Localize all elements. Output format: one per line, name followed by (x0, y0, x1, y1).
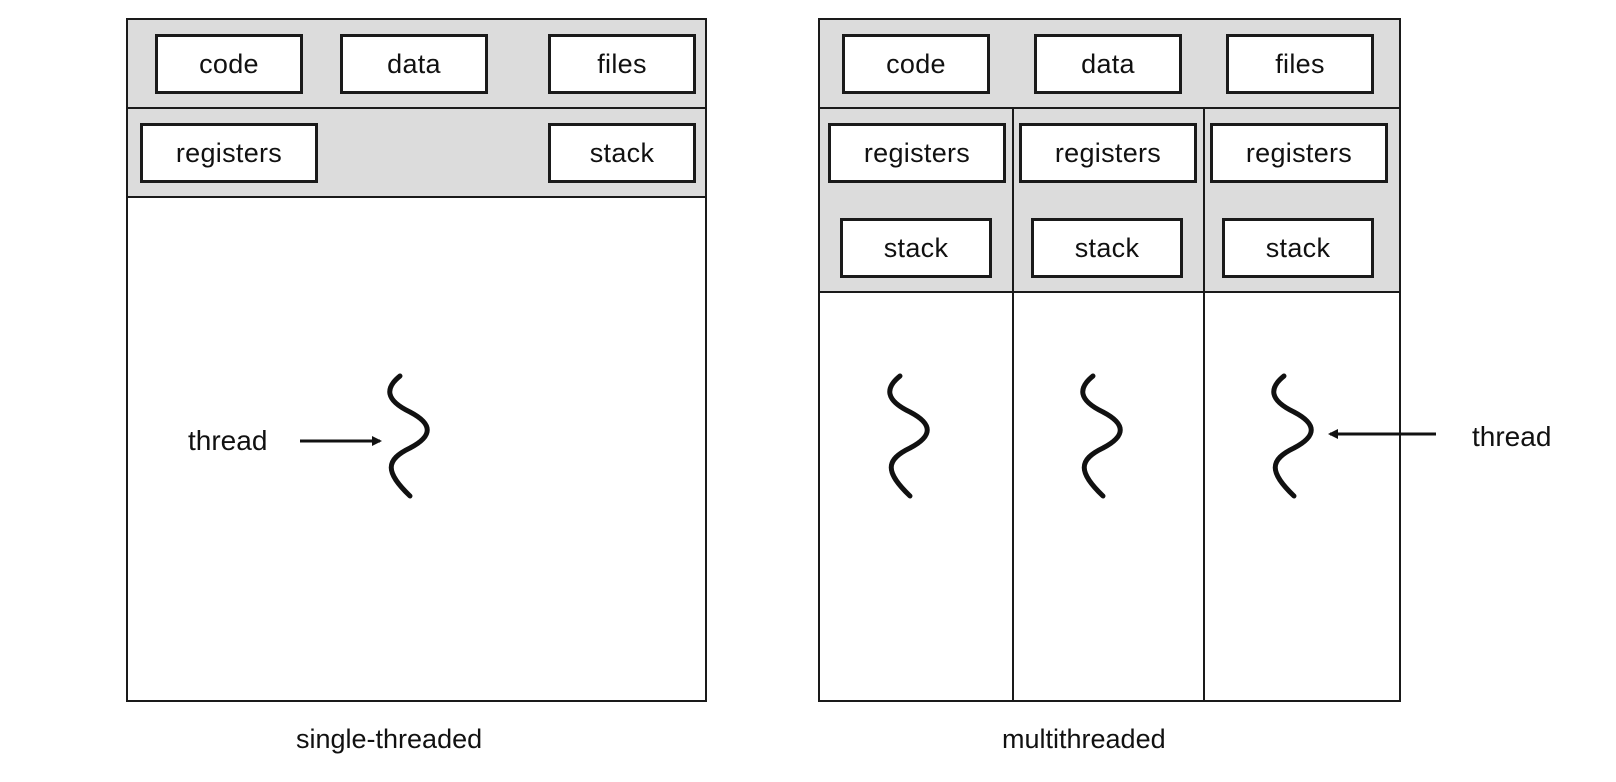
multi-stack-box-2: stack (1031, 218, 1183, 278)
single-thread-label: thread (188, 425, 268, 456)
multi-thread-label: thread (1472, 421, 1552, 452)
multi-divider-1 (818, 107, 1401, 109)
multi-thread-squiggle-icon-1 (887, 373, 930, 499)
single-registers-box: registers (140, 123, 318, 183)
multi-column-divider-2 (1203, 107, 1205, 702)
single-divider-2 (126, 196, 707, 198)
multi-files-box: files (1226, 34, 1374, 94)
multi-thread-squiggle-icon-3 (1271, 373, 1314, 499)
single-code-box: code (155, 34, 303, 94)
multi-column-divider-1 (1012, 107, 1014, 702)
multi-stack-box-1: stack (840, 218, 992, 278)
multi-registers-box-2: registers (1019, 123, 1197, 183)
multi-registers-box-3: registers (1210, 123, 1388, 183)
single-divider-1 (126, 107, 707, 109)
single-data-box: data (340, 34, 488, 94)
single-threaded-caption: single-threaded (296, 724, 483, 754)
single-files-box: files (548, 34, 696, 94)
multi-divider-2 (818, 291, 1401, 293)
single-thread-squiggle-icon (387, 373, 430, 499)
multi-data-box: data (1034, 34, 1182, 94)
multi-stack-box-3: stack (1222, 218, 1374, 278)
multi-code-box: code (842, 34, 990, 94)
single-stack-box: stack (548, 123, 696, 183)
multi-thread-squiggle-icon-2 (1080, 373, 1123, 499)
multi-registers-box-1: registers (828, 123, 1006, 183)
multithreaded-caption: multithreaded (1002, 724, 1166, 754)
